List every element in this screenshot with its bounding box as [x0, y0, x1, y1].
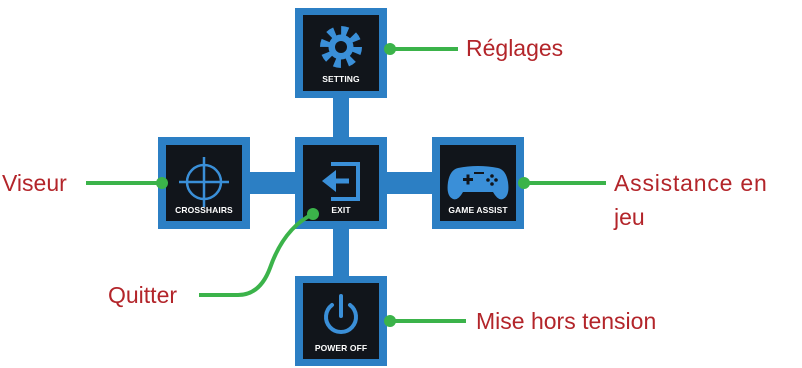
power-off-tile[interactable]	[295, 276, 387, 366]
setting-caption: SETTING	[322, 74, 360, 84]
callout-lines	[86, 47, 606, 323]
callout-dots	[156, 43, 530, 327]
exit-callout-line	[199, 212, 314, 297]
gear-icon	[320, 26, 362, 68]
exit-callout-label: Quitter	[108, 282, 178, 308]
setting-callout-label: Réglages	[466, 35, 564, 61]
game-assist-callout-label-line2: jeu	[614, 204, 645, 230]
game-assist-tile[interactable]	[432, 137, 524, 229]
power-off-callout-label: Mise hors tension	[476, 308, 657, 334]
game-assist-caption: GAME ASSIST	[448, 205, 508, 215]
game-assist-callout-label-line1: Assistance en	[614, 170, 768, 196]
setting-tile[interactable]	[295, 8, 387, 98]
crosshairs-tile[interactable]	[158, 137, 250, 229]
crosshair-icon	[179, 157, 229, 207]
exit-caption: EXIT	[331, 205, 351, 215]
power-icon	[324, 294, 358, 334]
exit-arrow-icon	[322, 162, 360, 201]
crosshairs-callout-label: Viseur	[2, 170, 67, 196]
crosshairs-caption: CROSSHAIRS	[175, 205, 233, 215]
power-off-caption: POWER OFF	[314, 343, 368, 353]
gamepad-icon	[447, 166, 509, 200]
